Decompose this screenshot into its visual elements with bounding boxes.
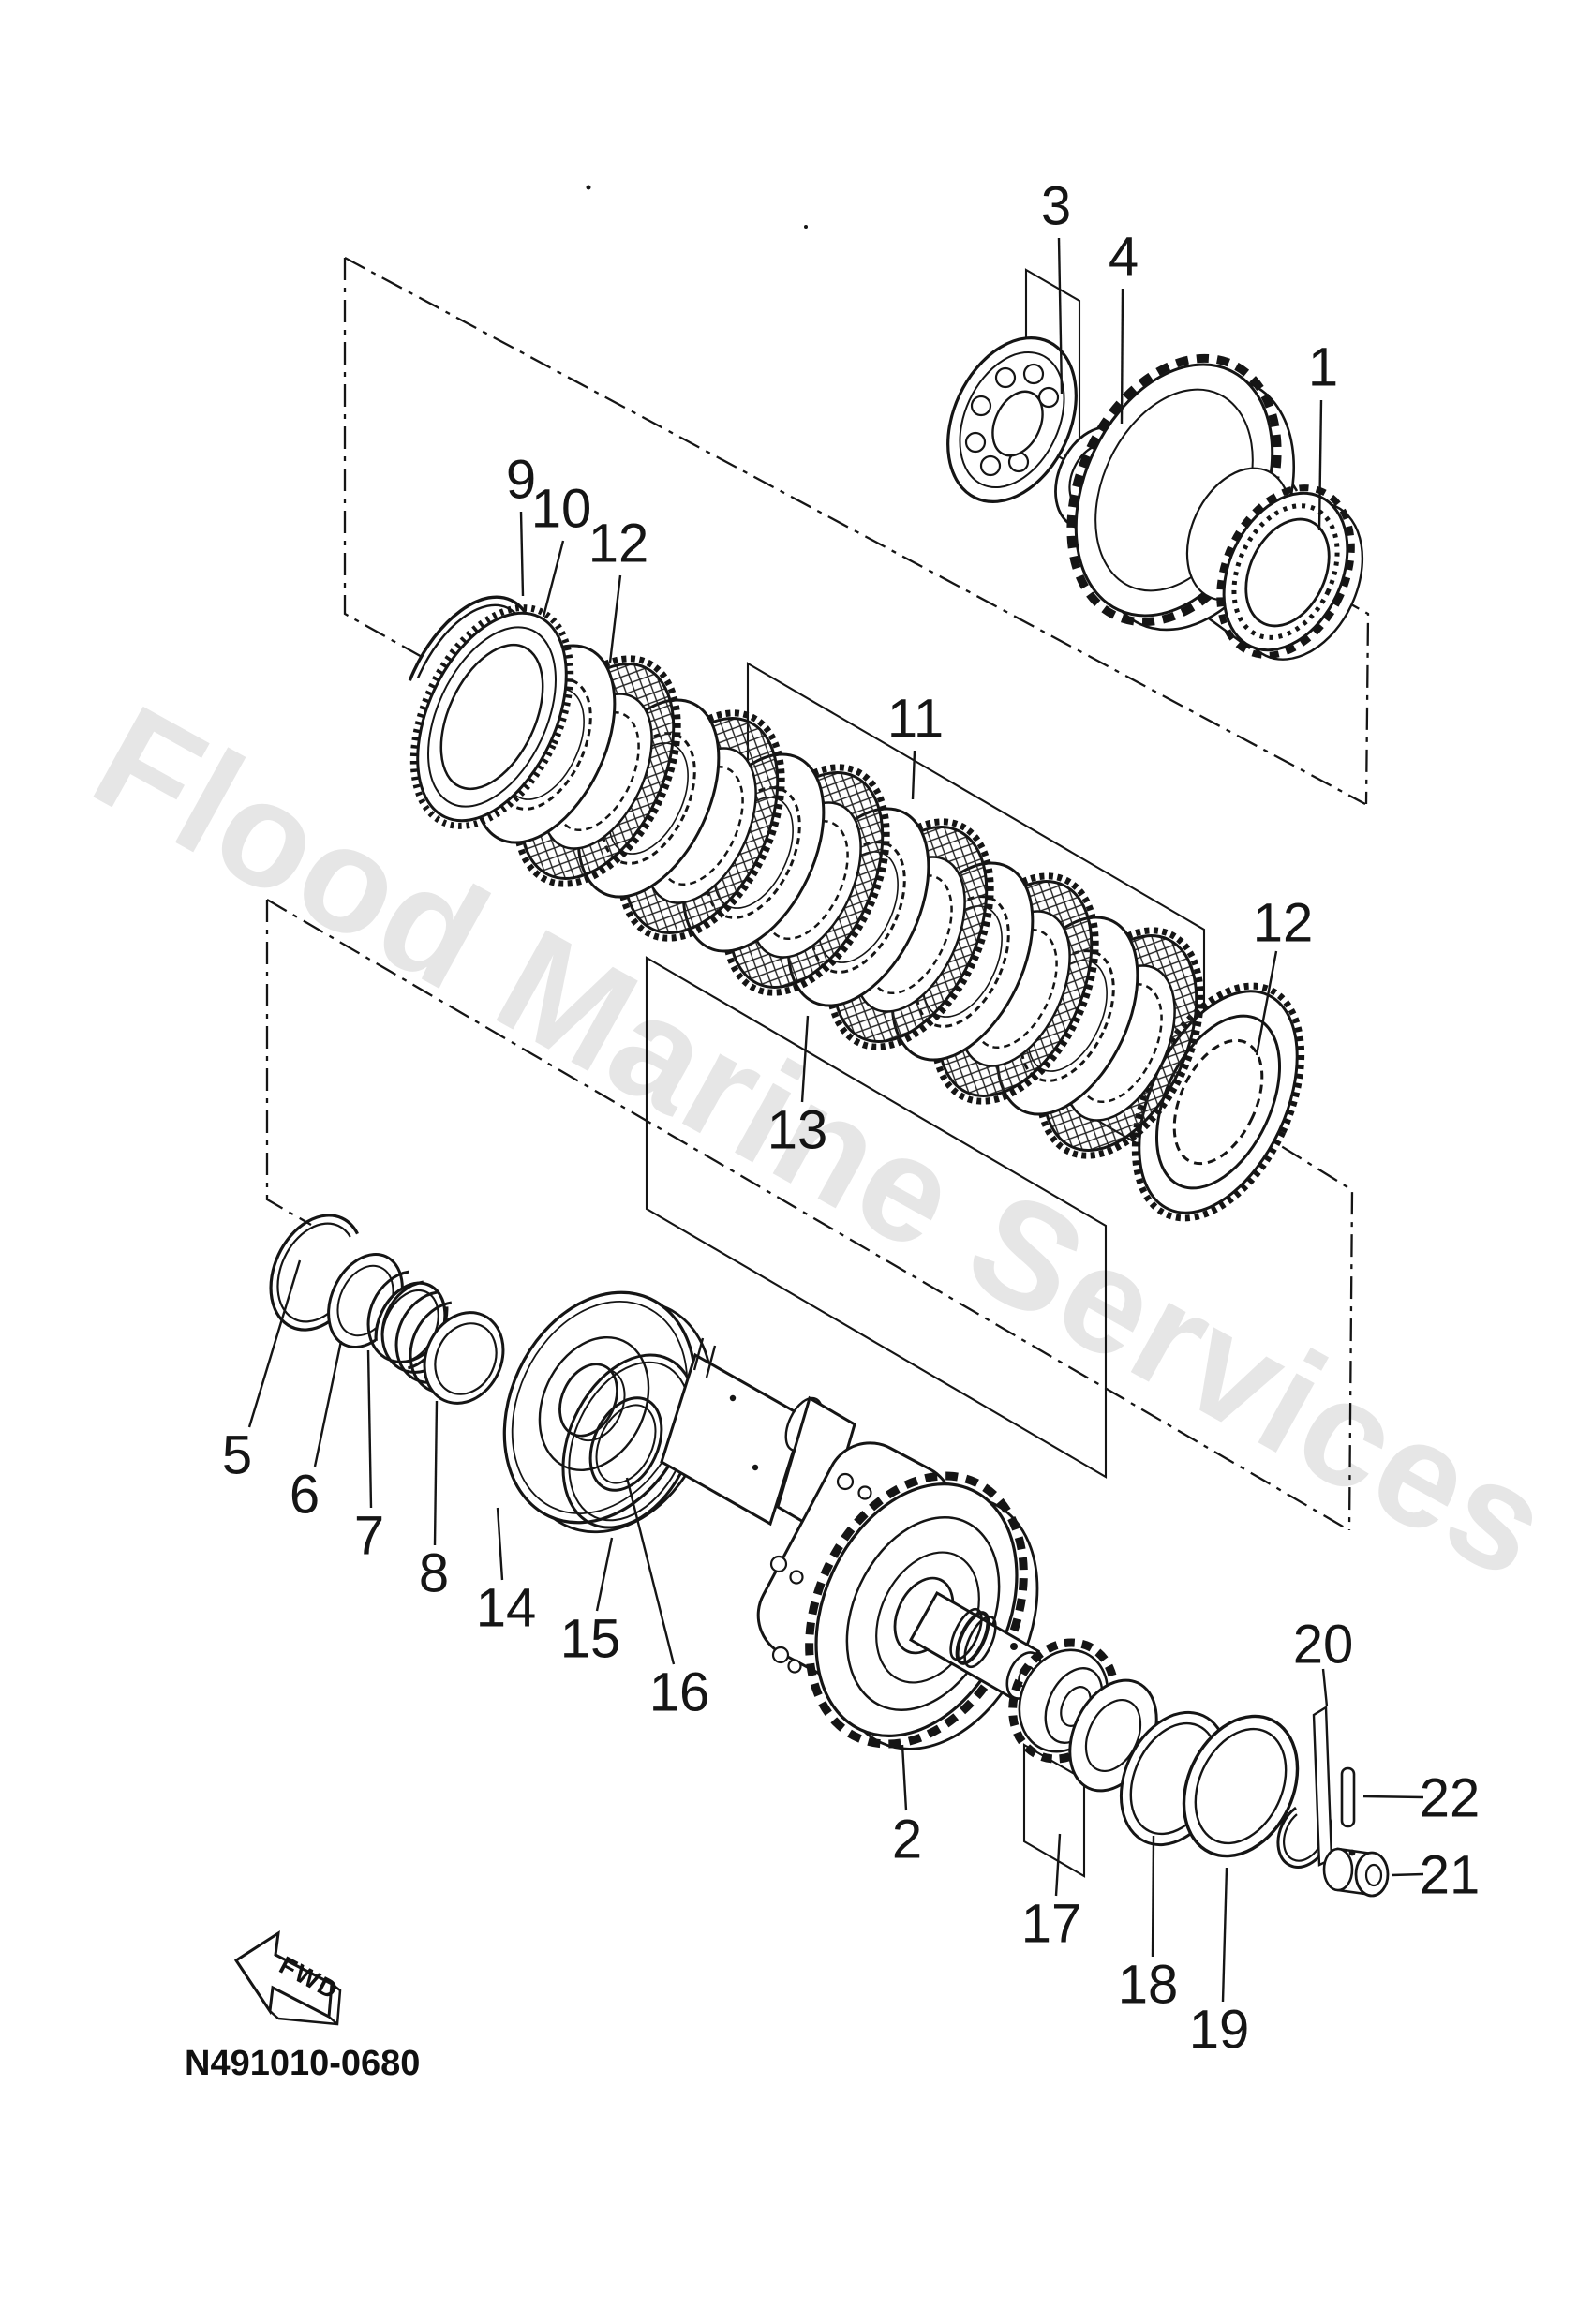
part-callout-9: 9 [506, 450, 536, 511]
part-callout-8: 8 [419, 1543, 449, 1604]
clutch-plate-toothed [409, 604, 574, 829]
fwd-arrow-icon: FWD [233, 1929, 344, 2026]
leader-line-15 [595, 1537, 614, 1612]
part-callout-22: 22 [1420, 1768, 1481, 1829]
scan-speck [804, 225, 808, 229]
scan-speck [586, 185, 591, 190]
leader-line-12 [608, 574, 622, 663]
part-callout-10: 10 [531, 479, 592, 540]
leader-line-19 [1221, 1867, 1228, 2003]
part-callout-3: 3 [1041, 176, 1071, 237]
part-callout-12: 12 [588, 514, 649, 574]
part-callout-15: 15 [560, 1609, 621, 1670]
leader-line-13 [800, 1015, 810, 1103]
leader-line-17 [1054, 1833, 1062, 1897]
part-callout-1: 1 [1308, 337, 1338, 398]
part-callout-14: 14 [476, 1578, 537, 1639]
part-22-dowel-pin-drawing [1340, 1766, 1356, 1828]
part-3-bearing-drawing [946, 335, 1078, 504]
part-callout-16: 16 [649, 1662, 710, 1723]
panel-group-13 [645, 956, 1108, 1479]
leader-line-18 [1151, 1835, 1155, 1958]
drawing-number: N491010-0680 [185, 2044, 420, 2083]
part-2-clutch-drum-gear-drawing [660, 1337, 1043, 1750]
part-16-oring-drawing [588, 1396, 663, 1492]
part-callout-6: 6 [290, 1465, 320, 1526]
part-21-bushing-drawing [1322, 1847, 1390, 1898]
part-callout-11: 11 [887, 689, 944, 750]
leader-line-3 [1057, 237, 1064, 395]
leader-line-2 [901, 1744, 908, 1811]
part-callout-7: 7 [354, 1506, 384, 1567]
leader-line-22 [1362, 1795, 1424, 1799]
leader-line-9 [519, 511, 525, 597]
leader-line-7 [366, 1349, 373, 1509]
leader-line-14 [496, 1507, 504, 1581]
leader-line-10 [542, 540, 565, 618]
panel-group-17 [1022, 1743, 1086, 1878]
leader-line-20 [1321, 1668, 1329, 1707]
part-14-pressure-plate-drawing [502, 1290, 714, 1534]
clutch-plate-stack-drawing [409, 604, 1305, 1222]
leader-line-4 [1120, 288, 1124, 425]
part-callout-2: 2 [892, 1810, 922, 1870]
part-callout-21: 21 [1420, 1845, 1481, 1906]
part-callout-12: 12 [1253, 893, 1314, 954]
leader-line-5 [247, 1259, 302, 1428]
leader-line-11 [911, 750, 916, 800]
leader-line-12 [1255, 950, 1278, 1056]
part-callout-17: 17 [1021, 1894, 1082, 1955]
part-callout-13: 13 [767, 1100, 828, 1161]
part-callout-19: 19 [1189, 2000, 1250, 2061]
part-callout-18: 18 [1118, 1955, 1179, 2016]
leader-line-21 [1391, 1872, 1424, 1877]
part-20-pin-drawing [1312, 1705, 1333, 1867]
leader-line-16 [625, 1477, 676, 1665]
assembly-boundary-lines [265, 256, 1370, 1531]
leader-line-1 [1317, 399, 1323, 531]
leader-line-8 [433, 1400, 439, 1546]
part-19-ring-drawing [1182, 1714, 1300, 1858]
part-callout-5: 5 [222, 1425, 252, 1486]
part-callout-20: 20 [1293, 1615, 1354, 1676]
part-8-spring-drawing [366, 1270, 505, 1405]
leader-line-6 [313, 1340, 343, 1467]
part-callout-4: 4 [1109, 227, 1139, 288]
